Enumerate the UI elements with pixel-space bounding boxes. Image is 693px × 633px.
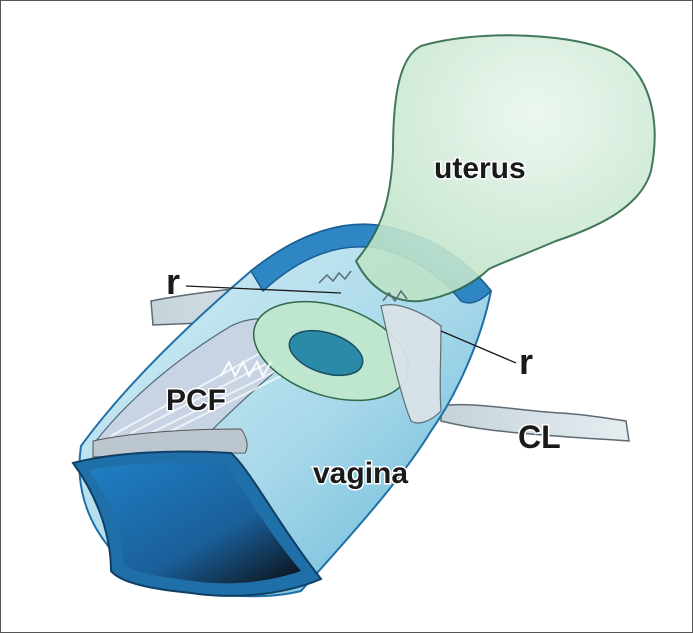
left-fringe (318, 270, 352, 284)
fascia-strands (110, 335, 307, 437)
leader-r-left (185, 285, 342, 294)
label-r-right: r (519, 341, 533, 382)
right-fringe (382, 289, 408, 303)
label-uterus: uterus (434, 152, 526, 185)
cervix-os (288, 329, 364, 377)
right-r-ligament (380, 304, 442, 424)
uterus (354, 34, 656, 303)
cardinal-ligament (440, 403, 630, 442)
vaginal-lumen (89, 462, 301, 584)
label-pcf: PCF (166, 384, 226, 417)
pcf-fringe (220, 359, 272, 379)
label-vagina: vagina (313, 457, 408, 490)
label-r-left: r (166, 261, 180, 302)
label-cl: CL (518, 419, 561, 455)
leader-r-right (440, 330, 517, 364)
